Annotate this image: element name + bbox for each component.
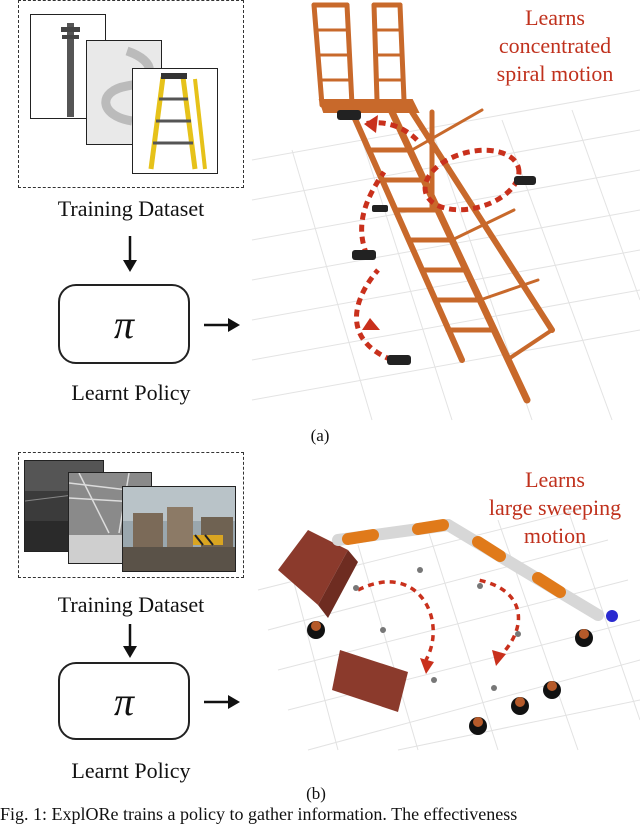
dataset-image-yellow-ladder (132, 68, 218, 174)
arrow-down-a (123, 236, 137, 272)
policy-symbol-a: π (113, 301, 135, 347)
annotation-a-line-2: concentrated (498, 33, 612, 58)
policy-box-a: π (58, 284, 190, 364)
dataset-image-construction-site (122, 486, 236, 572)
scene-sweeping-render (257, 509, 640, 751)
arrow-right-b (204, 695, 240, 709)
annotation-a-line-3: spiral motion (496, 61, 614, 86)
policy-box-b: π (58, 662, 190, 740)
scene-ladder-render (251, 2, 640, 421)
annotation-b-line-3: motion (523, 523, 587, 548)
learnt-policy-label-a: Learnt Policy (71, 380, 191, 405)
training-dataset-box-a (18, 0, 244, 188)
annotation-b: Learns large sweeping motion (470, 466, 640, 550)
training-dataset-label-b: Training Dataset (57, 592, 205, 617)
policy-symbol-b: π (113, 678, 135, 724)
subcaption-b: (b) (306, 784, 326, 803)
annotation-b-line-2: large sweeping (488, 495, 622, 520)
arrow-down-b (123, 624, 137, 658)
training-dataset-box-b (18, 452, 244, 578)
arrow-right-a (204, 318, 240, 332)
subcaption-a: (a) (310, 426, 330, 445)
annotation-b-line-1: Learns (525, 467, 585, 492)
training-dataset-label-a: Training Dataset (57, 196, 205, 221)
learnt-policy-label-b: Learnt Policy (71, 758, 191, 783)
annotation-a-line-1: Learns (525, 5, 585, 30)
figure-caption: Fig. 1: ExplORe trains a policy to gathe… (0, 804, 518, 824)
annotation-a: Learns concentrated spiral motion (470, 4, 640, 88)
